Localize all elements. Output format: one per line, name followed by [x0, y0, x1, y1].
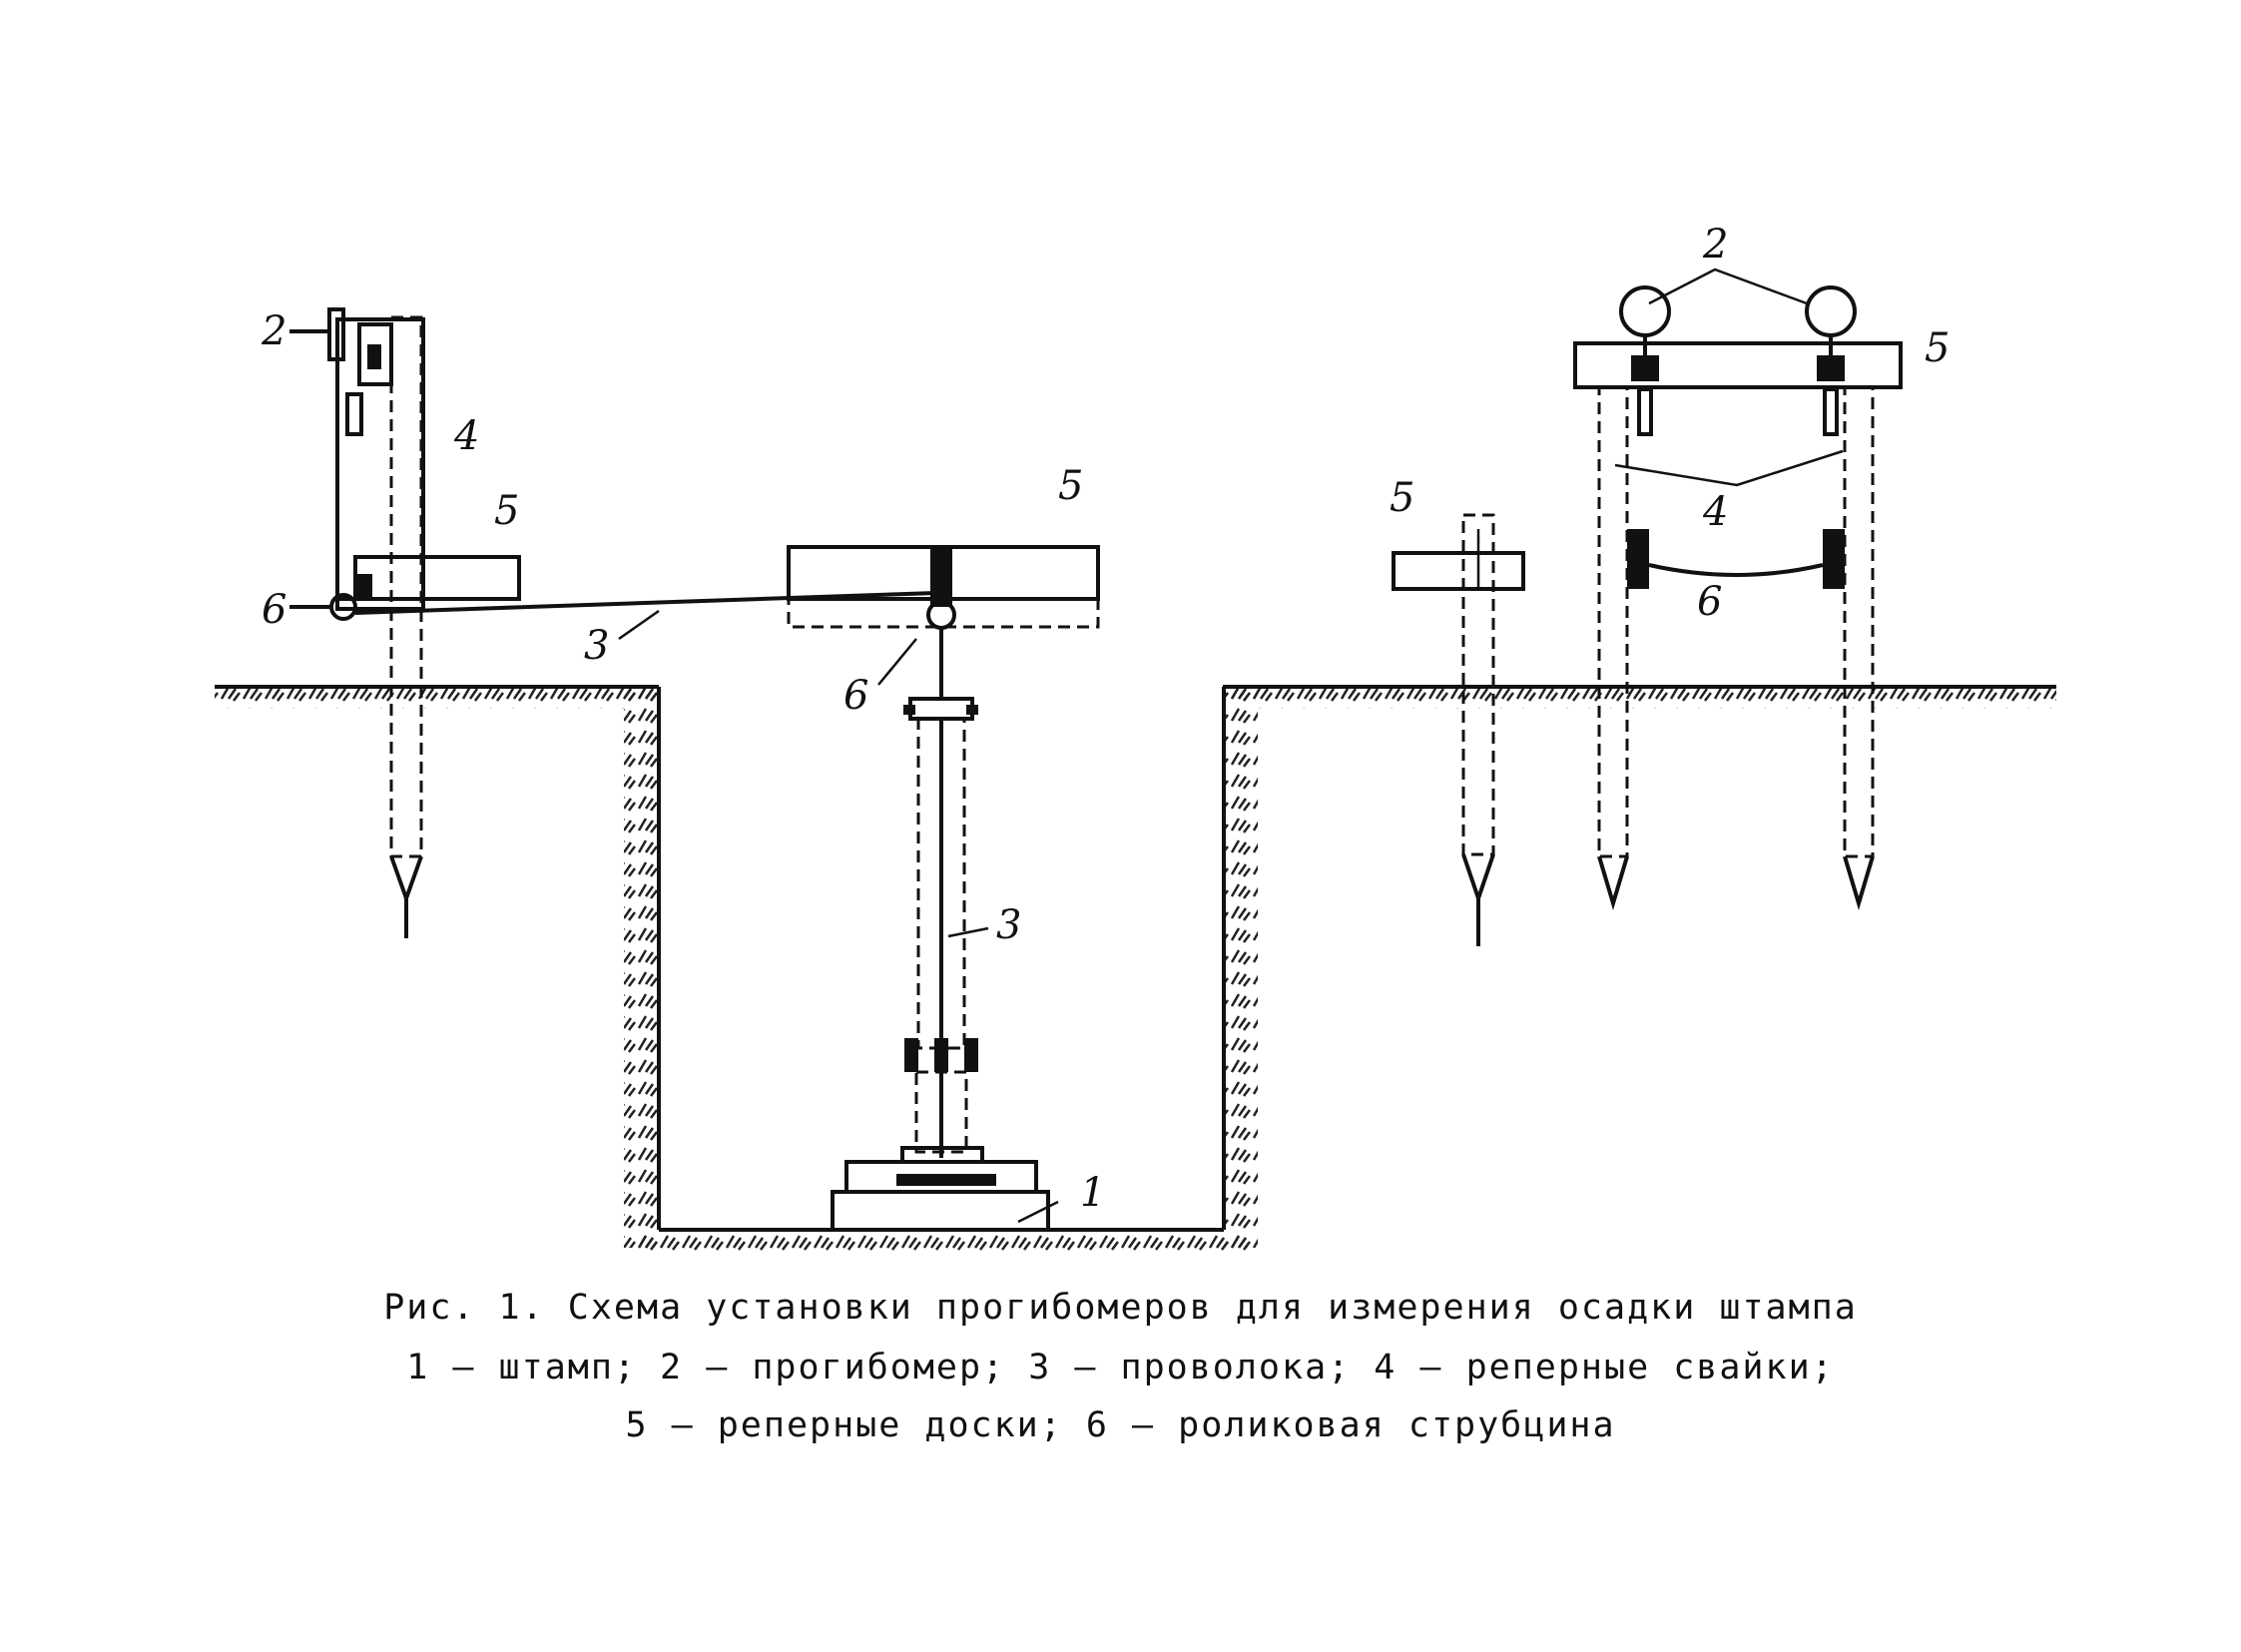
label-1-stamp: 1 [1080, 1170, 1105, 1216]
label-5-left: 5 [494, 488, 519, 534]
label-3-wire: 3 [584, 623, 609, 669]
label-4-right: 4 [1702, 489, 1728, 535]
figure-caption-line3: 5 – реперные доски; 6 – роликовая струбц… [625, 1405, 1616, 1445]
label-5-center: 5 [1058, 463, 1083, 509]
right-frame-assembly [1573, 268, 1903, 911]
label-2-left: 2 [261, 308, 286, 354]
label-5-frame: 5 [1925, 325, 1950, 371]
figure-caption-line2: 1 – штамп; 2 – прогибомер; 3 – проволока… [406, 1348, 1835, 1387]
left-gauge-assembly [289, 307, 521, 938]
label-5-right-pile: 5 [1390, 475, 1414, 521]
wire-left [354, 591, 937, 615]
label-2-right: 2 [1702, 222, 1728, 268]
label-3-center: 3 [996, 902, 1021, 948]
right-reference-pile [1392, 513, 1525, 946]
label-6-left: 6 [262, 587, 286, 633]
figure-caption-line1: Рис. 1. Схема установки прогибомеров для… [383, 1288, 1858, 1328]
ground-and-pit [215, 685, 2056, 1254]
label-6-center: 6 [843, 673, 868, 719]
label-4-left: 4 [453, 413, 479, 459]
center-assembly [787, 545, 1100, 1232]
label-6-right: 6 [1697, 579, 1722, 625]
